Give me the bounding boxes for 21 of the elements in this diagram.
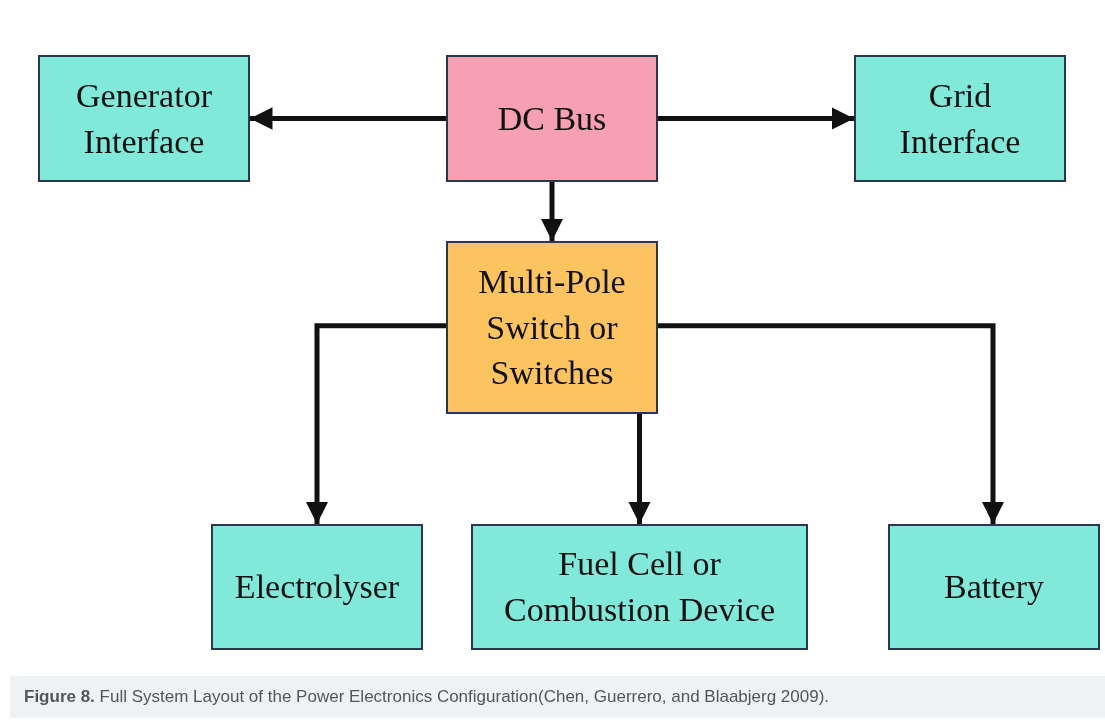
box-label: Electrolyser (234, 567, 400, 608)
arrow (250, 107, 446, 130)
arrow (628, 414, 651, 524)
process-box (888, 524, 1100, 650)
process-box (38, 55, 250, 182)
switch-box (446, 241, 658, 414)
box-label: Grid Interface (898, 75, 1022, 162)
arrow (658, 107, 854, 130)
process-box (211, 524, 423, 650)
box-label: DC Bus (497, 98, 607, 139)
arrow (540, 182, 564, 241)
figure-caption: Figure 8. Full System Layout of the Power Electronics Configuration(Chen, Guerrero, and Blaabjerg 2009). (10, 676, 1105, 718)
arrow (658, 323, 1005, 524)
process-box (854, 55, 1066, 182)
box-label: Battery (943, 567, 1045, 608)
bus-box (446, 55, 658, 182)
box-label: Multi-Pole Switch or Switches (477, 261, 627, 394)
box-label: Generator Interface (75, 75, 213, 162)
box-label: Fuel Cell or Combustion Device (503, 544, 776, 630)
arrow (305, 323, 446, 524)
process-box (471, 524, 808, 650)
